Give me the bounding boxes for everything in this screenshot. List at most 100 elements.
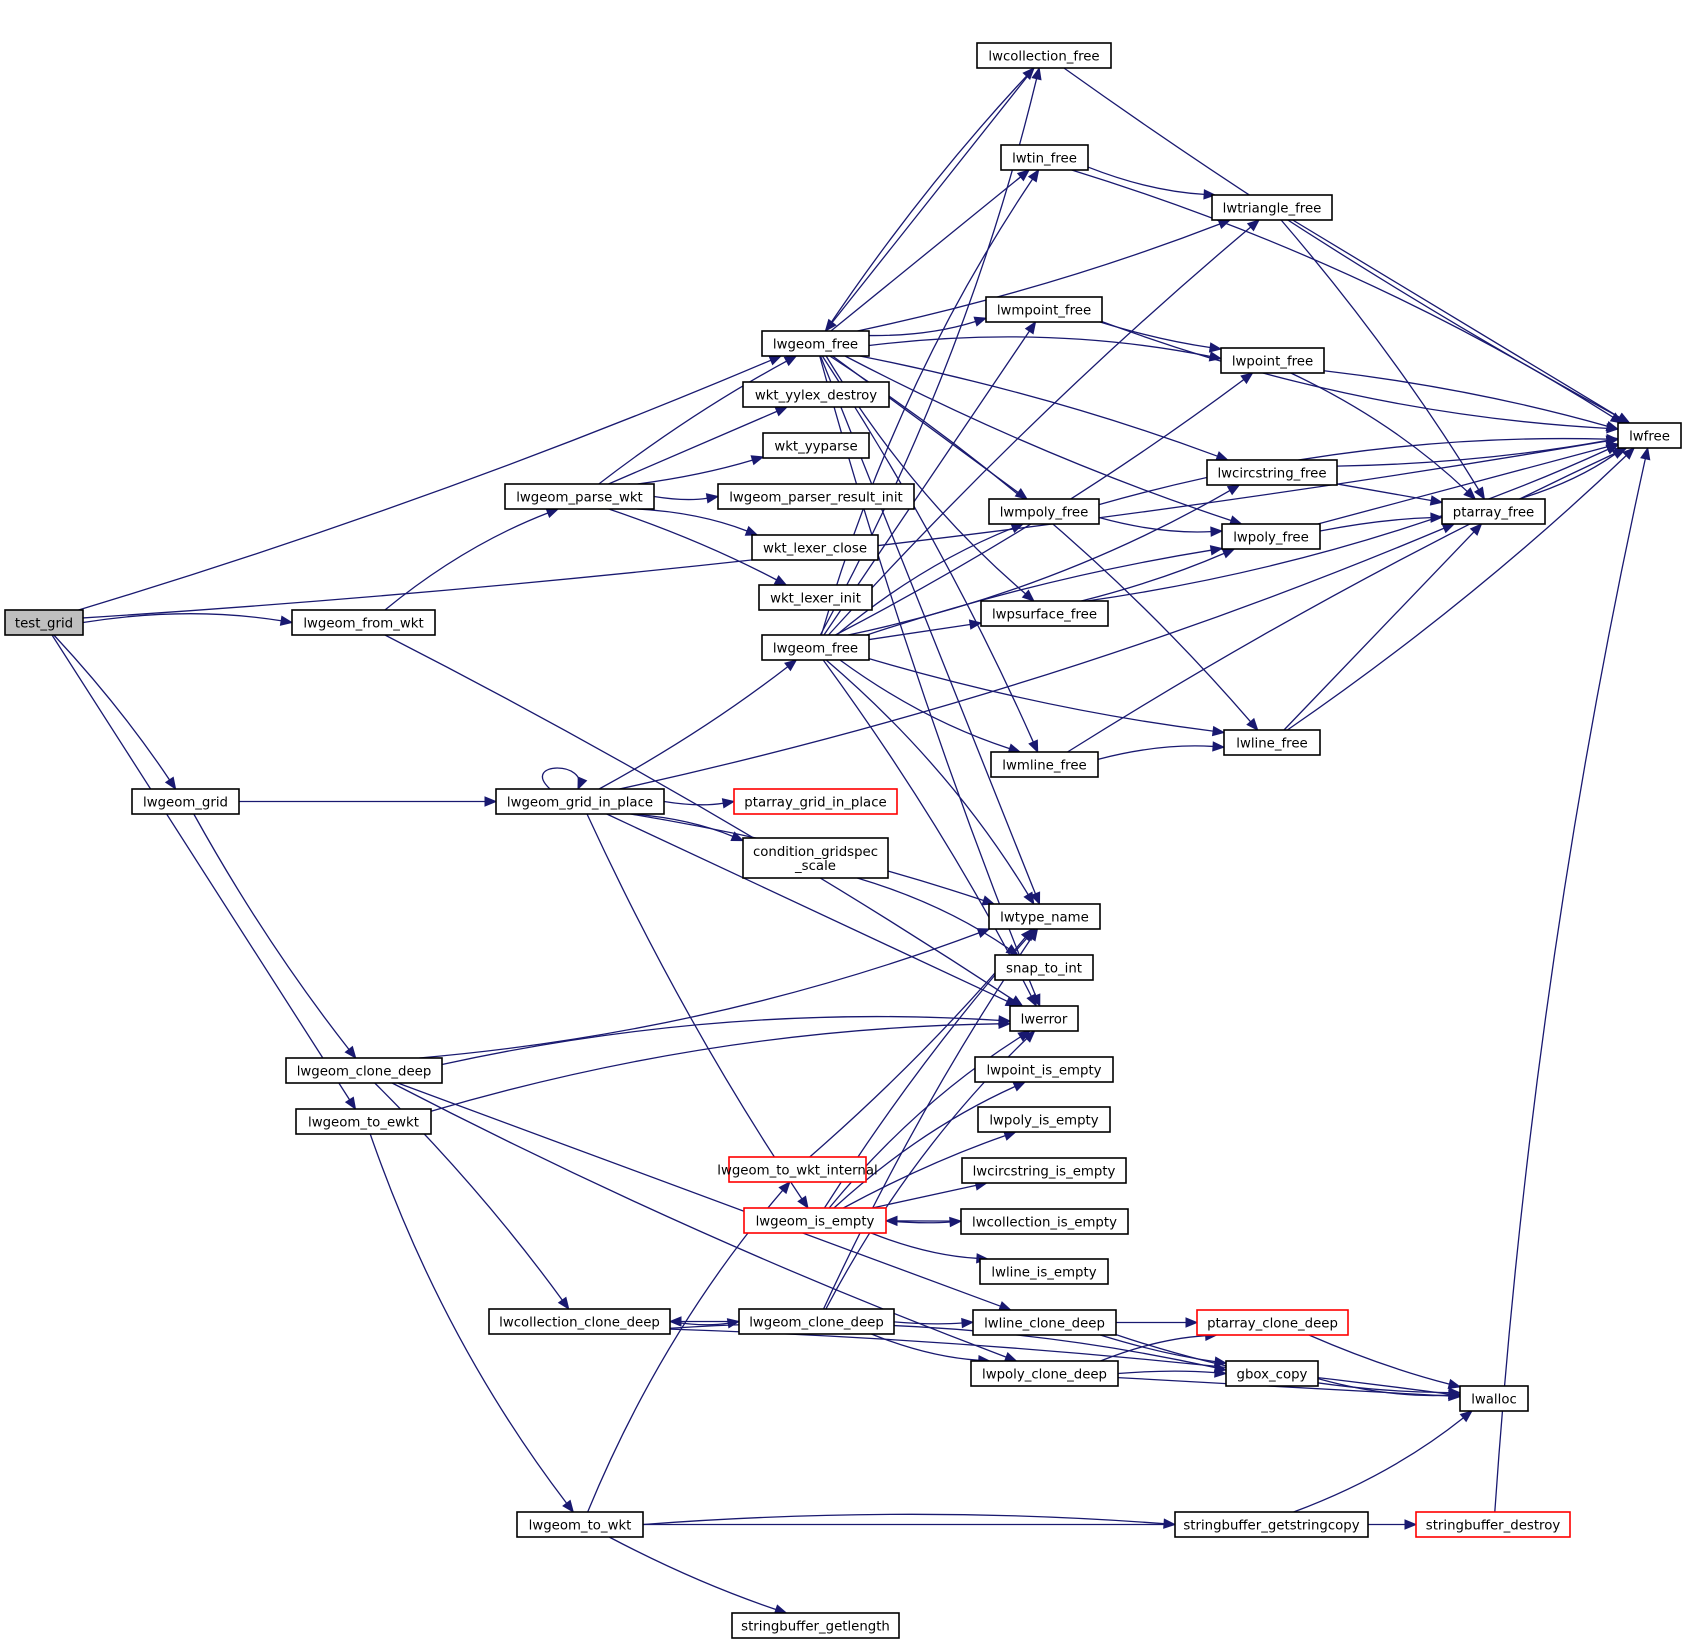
node-lwline-is-empty[interactable]: lwline_is_empty [979, 1258, 1109, 1285]
node-box[interactable] [738, 1308, 895, 1335]
node-box[interactable] [495, 788, 665, 815]
node-box[interactable] [743, 1207, 887, 1234]
node-lwpoly-is-empty[interactable]: lwpoly_is_empty [977, 1106, 1111, 1133]
node-box[interactable] [988, 903, 1101, 930]
node-lwgeom-to-wkt-internal[interactable]: lwgeom_to_wkt_internal [717, 1156, 878, 1183]
node-box[interactable] [488, 1308, 671, 1335]
node-box[interactable] [1000, 144, 1089, 171]
node-ptarray-free[interactable]: ptarray_free [1441, 498, 1546, 525]
node-lwerror[interactable]: lwerror [1009, 1005, 1079, 1032]
node-box[interactable] [751, 534, 879, 561]
node-lwmpoint-free[interactable]: lwmpoint_free [985, 296, 1103, 323]
node-box[interactable] [1223, 729, 1321, 756]
node-box[interactable] [1617, 422, 1682, 449]
node-box[interactable] [742, 837, 889, 879]
node-box[interactable] [961, 1157, 1127, 1184]
node-stringbuffer-getlength[interactable]: stringbuffer_getlength [731, 1612, 900, 1639]
node-box[interactable] [731, 1612, 900, 1639]
node-stringbuffer-getstringcopy[interactable]: stringbuffer_getstringcopy [1174, 1511, 1369, 1538]
node-box[interactable] [994, 954, 1094, 981]
node-lwgeom-free-b[interactable]: lwgeom_free [761, 634, 870, 661]
node-wkt-yylex-destroy[interactable]: wkt_yylex_destroy [742, 381, 890, 408]
node-lwgeom-is-empty[interactable]: lwgeom_is_empty [743, 1207, 887, 1234]
node-lwgeom-clone-deep-a[interactable]: lwgeom_clone_deep [285, 1057, 443, 1084]
node-box[interactable] [980, 600, 1109, 627]
node-box[interactable] [742, 381, 890, 408]
node-lwgeom-parser-result-init[interactable]: lwgeom_parser_result_init [717, 483, 915, 510]
node-test-grid[interactable]: test_grid [4, 609, 84, 636]
node-box[interactable] [1225, 1360, 1319, 1387]
node-box[interactable] [285, 1057, 443, 1084]
node-lwline-clone-deep[interactable]: lwline_clone_deep [972, 1309, 1117, 1336]
node-ptarray-grid-in-place[interactable]: ptarray_grid_in_place [733, 788, 898, 815]
node-stringbuffer-destroy[interactable]: stringbuffer_destroy [1415, 1511, 1571, 1538]
node-lwgeom-free-a[interactable]: lwgeom_free [761, 330, 870, 357]
node-box[interactable] [504, 483, 655, 510]
node-box[interactable] [979, 1258, 1109, 1285]
node-box[interactable] [295, 1108, 432, 1135]
node-box[interactable] [1441, 498, 1546, 525]
node-box[interactable] [733, 788, 898, 815]
node-gbox-copy[interactable]: gbox_copy [1225, 1360, 1319, 1387]
node-lwcircstring-free[interactable]: lwcircstring_free [1206, 459, 1338, 486]
node-box[interactable] [974, 1056, 1114, 1083]
node-condition-gridspec-scale[interactable]: condition_gridspec_scale [742, 837, 889, 879]
node-box[interactable] [728, 1156, 867, 1183]
node-lwcollection-clone-deep[interactable]: lwcollection_clone_deep [488, 1308, 671, 1335]
node-lwgeom-to-ewkt[interactable]: lwgeom_to_ewkt [295, 1108, 432, 1135]
node-box[interactable] [976, 42, 1112, 69]
node-box[interactable] [1174, 1511, 1369, 1538]
node-box[interactable] [1009, 1005, 1079, 1032]
node-box[interactable] [762, 432, 870, 459]
node-box[interactable] [1196, 1309, 1349, 1336]
node-lwpsurface-free[interactable]: lwpsurface_free [980, 600, 1109, 627]
node-box[interactable] [1220, 347, 1325, 374]
node-lwpoly-free[interactable]: lwpoly_free [1221, 523, 1321, 550]
node-lwmpoly-free[interactable]: lwmpoly_free [988, 498, 1100, 525]
node-lwtriangle-free[interactable]: lwtriangle_free [1211, 194, 1333, 221]
node-box[interactable] [1415, 1511, 1571, 1538]
node-box[interactable] [761, 330, 870, 357]
node-lwalloc[interactable]: lwalloc [1459, 1385, 1529, 1412]
node-lwgeom-to-wkt[interactable]: lwgeom_to_wkt [516, 1511, 644, 1538]
node-lwpoint-free[interactable]: lwpoint_free [1220, 347, 1325, 374]
node-lwtin-free[interactable]: lwtin_free [1000, 144, 1089, 171]
node-box[interactable] [291, 609, 436, 636]
node-lwgeom-parse-wkt[interactable]: lwgeom_parse_wkt [504, 483, 655, 510]
node-box[interactable] [4, 609, 84, 636]
node-box[interactable] [1459, 1385, 1529, 1412]
node-box[interactable] [972, 1309, 1117, 1336]
node-lwgeom-clone-deep-b[interactable]: lwgeom_clone_deep [738, 1308, 895, 1335]
node-ptarray-clone-deep[interactable]: ptarray_clone_deep [1196, 1309, 1349, 1336]
node-lwcollection-is-empty[interactable]: lwcollection_is_empty [960, 1208, 1129, 1235]
node-lwcircstring-is-empty[interactable]: lwcircstring_is_empty [961, 1157, 1127, 1184]
node-box[interactable] [988, 498, 1100, 525]
node-lwfree[interactable]: lwfree [1617, 422, 1682, 449]
node-lwmline-free[interactable]: lwmline_free [990, 751, 1099, 778]
node-box[interactable] [1221, 523, 1321, 550]
node-wkt-yyparse[interactable]: wkt_yyparse [762, 432, 870, 459]
node-box[interactable] [761, 634, 870, 661]
node-box[interactable] [977, 1106, 1111, 1133]
node-lwgeom-from-wkt[interactable]: lwgeom_from_wkt [291, 609, 436, 636]
node-box[interactable] [970, 1360, 1119, 1387]
node-box[interactable] [1211, 194, 1333, 221]
node-snap-to-int[interactable]: snap_to_int [994, 954, 1094, 981]
node-lwgeom-grid[interactable]: lwgeom_grid [131, 788, 240, 815]
node-box[interactable] [131, 788, 240, 815]
node-box[interactable] [990, 751, 1099, 778]
node-lwline-free[interactable]: lwline_free [1223, 729, 1321, 756]
node-lwcollection-free[interactable]: lwcollection_free [976, 42, 1112, 69]
node-lwgeom-grid-in-place[interactable]: lwgeom_grid_in_place [495, 788, 665, 815]
node-box[interactable] [516, 1511, 644, 1538]
node-box[interactable] [1206, 459, 1338, 486]
node-box[interactable] [717, 483, 915, 510]
node-lwpoint-is-empty[interactable]: lwpoint_is_empty [974, 1056, 1114, 1083]
node-box[interactable] [960, 1208, 1129, 1235]
node-box[interactable] [758, 584, 873, 611]
node-lwtype-name[interactable]: lwtype_name [988, 903, 1101, 930]
node-wkt-lexer-close[interactable]: wkt_lexer_close [751, 534, 879, 561]
node-wkt-lexer-init[interactable]: wkt_lexer_init [758, 584, 873, 611]
node-box[interactable] [985, 296, 1103, 323]
node-lwpoly-clone-deep[interactable]: lwpoly_clone_deep [970, 1360, 1119, 1387]
